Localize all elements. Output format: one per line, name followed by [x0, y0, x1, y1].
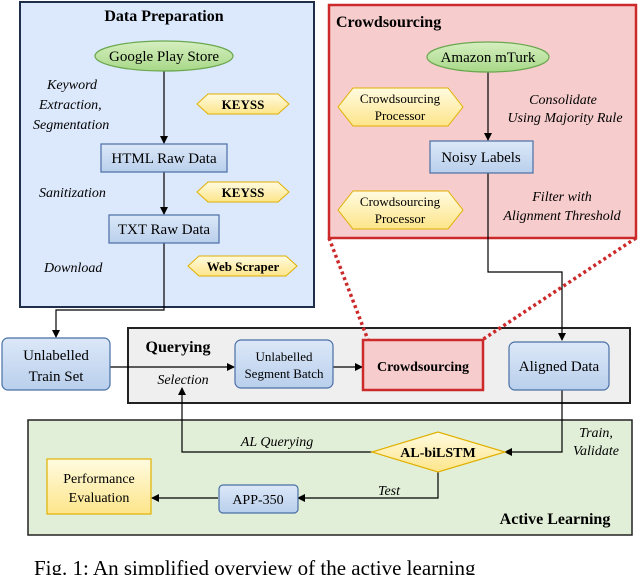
keyss-hexagon-2	[196, 181, 290, 203]
aligned-data-node	[508, 341, 610, 391]
app350-label: APP-350	[232, 493, 283, 508]
unlabelled-batch-line2: Segment Batch	[244, 366, 324, 381]
google-play-label: Google Play Store	[109, 49, 219, 65]
unlabelled-train-line2: Train Set	[29, 369, 85, 385]
data-preparation-title: Data Preparation	[104, 8, 223, 25]
html-raw-node	[100, 143, 228, 173]
consolidate-label-1: Consolidate	[529, 93, 597, 108]
arrow-bilstm-app350	[297, 472, 439, 502]
figure-caption: Fig. 1: An simplified overview of the ac…	[34, 556, 476, 575]
performance-evaluation-line2: Evaluation	[69, 491, 130, 506]
al-bilstm-diamond	[369, 431, 508, 473]
crowd-processor-2-line2: Processor	[375, 211, 426, 226]
keyword-label-1: Keyword	[46, 78, 98, 93]
al-bilstm-label: AL-biLSTM	[400, 446, 475, 461]
filter-label-2: Alignment Threshold	[502, 209, 621, 224]
consolidate-label-2: Using Majority Rule	[507, 111, 622, 126]
filter-label-1: Filter with	[531, 190, 592, 205]
noisy-labels-node	[429, 140, 534, 174]
arrow-noisy-aligned	[487, 173, 566, 341]
html-raw-label: HTML Raw Data	[111, 151, 217, 167]
crowd-processor-hexagon-1	[337, 87, 464, 127]
keyword-label-3: Segmentation	[33, 118, 109, 133]
al-querying-label: AL Querying	[240, 435, 313, 450]
arrow-txt-unlabelled	[52, 243, 165, 338]
crowdsourcing-title: Crowdsourcing	[336, 14, 441, 31]
active-learning-title: Active Learning	[500, 511, 611, 528]
querying-title: Querying	[146, 339, 211, 356]
keyss-label-2: KEYSS	[222, 185, 265, 200]
aligned-data-label: Aligned Data	[519, 359, 600, 375]
google-play-node	[94, 40, 234, 72]
txt-raw-label: TXT Raw Data	[118, 222, 211, 238]
crowd-processor-hexagon-2	[337, 190, 464, 230]
sanitization-label: Sanitization	[39, 186, 106, 201]
arrow-bilstm-batch	[178, 387, 372, 453]
keyss-hexagon-1	[196, 93, 290, 115]
crowd-processor-1-line2: Processor	[375, 108, 426, 123]
unlabelled-batch-node	[234, 339, 334, 389]
keyss-label-1: KEYSS	[222, 97, 265, 112]
unlabelled-train-line1: Unlabelled	[23, 348, 89, 364]
selection-label: Selection	[157, 373, 208, 388]
web-scraper-label: Web Scraper	[207, 259, 280, 274]
web-scraper-hexagon	[187, 255, 298, 277]
download-label: Download	[43, 261, 103, 276]
app350-node	[218, 484, 299, 514]
crowdsourcing-node-label: Crowdsourcing	[377, 360, 469, 375]
crowd-processor-1-line1: Crowdsourcing	[360, 91, 441, 106]
train-label: Train,	[579, 426, 613, 441]
arrow-aligned-bilstm	[504, 390, 563, 456]
unlabelled-batch-line1: Unlabelled	[255, 349, 313, 364]
crowd-processor-2-line1: Crowdsourcing	[360, 194, 441, 209]
unlabelled-train-node	[1, 337, 111, 391]
keyword-label-2: Extraction,	[38, 98, 102, 113]
validate-label: Validate	[573, 444, 619, 459]
performance-evaluation-node	[46, 458, 152, 515]
zoom-line-left	[327, 237, 370, 341]
amazon-mturk-node	[426, 41, 550, 73]
test-label: Test	[378, 484, 401, 499]
performance-evaluation-line1: Performance	[63, 472, 135, 487]
zoom-line-right	[481, 236, 637, 342]
noisy-labels-label: Noisy Labels	[441, 150, 521, 166]
amazon-mturk-label: Amazon mTurk	[441, 50, 536, 66]
crowdsourcing-node	[361, 338, 485, 392]
txt-raw-node	[108, 214, 220, 244]
